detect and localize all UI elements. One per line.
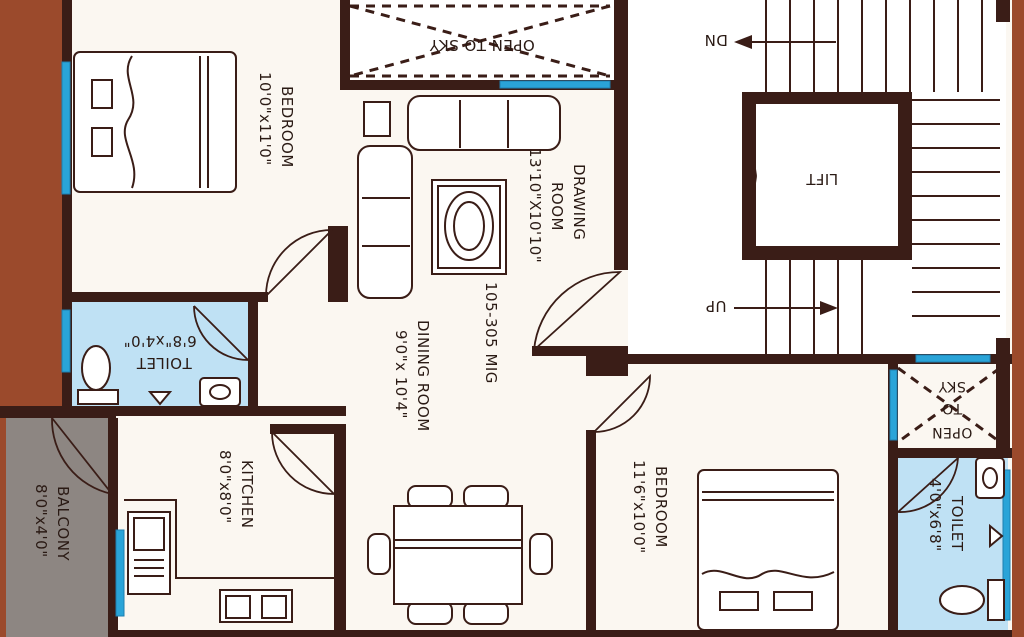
- open-to-sky-right-line1: OPEN: [932, 424, 973, 440]
- dining-room-size: 9'0"x 10'4": [392, 330, 410, 419]
- bedroom1-bed: [73, 51, 237, 193]
- balcony-floor: [6, 414, 116, 637]
- window-kitchen: [115, 529, 125, 617]
- door-drawing: [533, 271, 623, 351]
- toilet2-name: TOILET: [948, 495, 966, 552]
- stair-up-label: UP: [705, 297, 726, 315]
- doors: [51, 229, 960, 513]
- window-toilet2-right: [1002, 469, 1011, 621]
- door-toilet2: [897, 455, 960, 513]
- lift-label: LIFT: [806, 170, 839, 188]
- door-balcony: [51, 417, 115, 496]
- open-to-sky-top: OPEN TO SKY: [349, 4, 611, 78]
- drawing-room-name1: DRAWING: [570, 164, 588, 240]
- open-to-sky-top-label: OPEN TO SKY: [429, 36, 535, 54]
- door-toilet1: [193, 305, 251, 361]
- dining-room-name: DINING ROOM: [414, 320, 432, 432]
- window-open-to-sky: [915, 354, 991, 363]
- open-to-sky-right: OPEN TO SKY: [897, 366, 1001, 444]
- door-kitchen: [271, 431, 337, 495]
- window-toilet1: [61, 309, 71, 373]
- kitchen-name: KITCHEN: [238, 460, 256, 529]
- bedroom1-size: 10'0"x11'0": [256, 72, 274, 166]
- drawing-room-furniture: [357, 95, 561, 299]
- plan-code: 105-305 MIG: [482, 282, 500, 384]
- door-bedroom1: [265, 229, 335, 297]
- open-to-sky-right-line2: TO: [942, 400, 964, 416]
- open-to-sky-right-line3: SKY: [938, 378, 966, 394]
- arrow-down-icon: [734, 35, 752, 49]
- drawing-room-size: 13'10"X10'10": [526, 148, 544, 263]
- staircase: LIFT DN UP: [704, 0, 1000, 356]
- toilet1-fixtures: [77, 345, 241, 407]
- stair-down-label: DN: [704, 31, 728, 49]
- bedroom2-size: 11'6"x10'0": [630, 460, 648, 554]
- toilet2-fixtures: [939, 457, 1005, 621]
- balcony-name: BALCONY: [54, 486, 72, 561]
- dining-table: [367, 485, 553, 625]
- bedroom2-name: BEDROOM: [652, 466, 670, 548]
- arrow-up-icon: [820, 301, 838, 315]
- toilet2-size: 4'0"x6'8": [926, 478, 944, 552]
- window-bedroom1: [61, 61, 71, 195]
- bedroom2-bed: [697, 469, 839, 631]
- bedroom1-name: BEDROOM: [278, 86, 296, 168]
- drawing-room-name2: ROOM: [548, 182, 566, 231]
- window-drawing: [499, 80, 611, 89]
- outer-terrain-right: [1012, 0, 1024, 637]
- windows: [61, 61, 1011, 621]
- kitchen-counter: [124, 499, 334, 623]
- window-toilet2: [889, 369, 898, 441]
- kitchen-size: 8'0"x8'0": [216, 450, 234, 524]
- toilet1-size: 6'8"x4'0": [123, 332, 197, 350]
- balcony-size: 8'0"x4'0": [32, 484, 50, 558]
- toilet1-name: TOILET: [136, 354, 193, 372]
- door-bedroom2: [593, 373, 651, 433]
